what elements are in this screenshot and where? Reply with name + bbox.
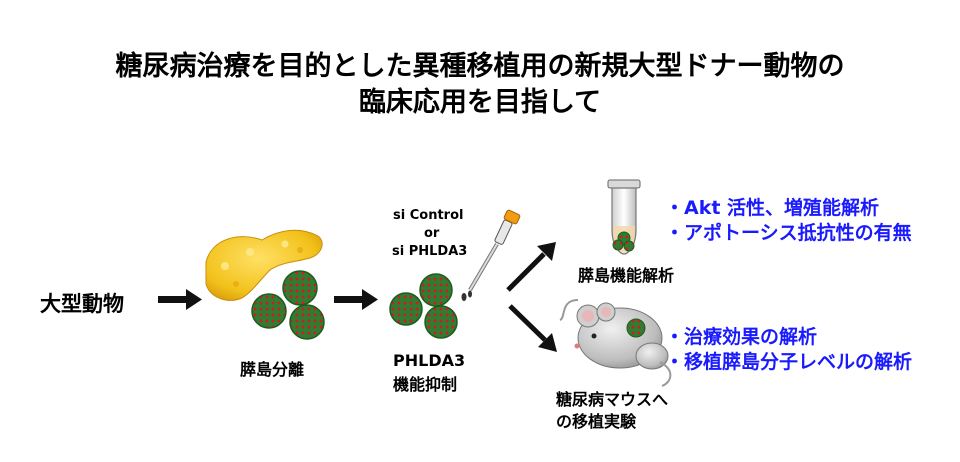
pancreas-icon [205,229,323,301]
arrow-icon [508,304,557,352]
in-vivo-outcome-1: ・治療効果の解析 [665,326,818,348]
in-vitro-outcome-1: ・Akt 活性、増殖能解析 [665,197,880,219]
tube-icon [607,179,641,255]
pipette-icon [461,209,521,301]
islet-cluster-icon [251,270,325,340]
islet-isolation-label: 膵島分離 [240,360,305,379]
arrow-icon [334,289,378,310]
sirna-or-label: or [424,226,440,241]
in-vitro-outcome-2: ・アポトーシス抵抗性の有無 [665,222,912,244]
function-analysis-label: 膵島機能解析 [578,266,675,285]
sirna-control-label: si Control [393,208,464,223]
arrow-icon [506,242,556,292]
islet-cluster-icon [389,273,458,339]
sirna-phlda3-label: si PHLDA3 [392,244,468,259]
knockdown-label-1: PHLDA3 [393,351,466,370]
knockdown-label-2: 機能抑制 [393,375,458,394]
arrow-icon [158,289,202,310]
in-vivo-outcome-2: ・移植膵島分子レベルの解析 [665,351,913,373]
title-line-1: 糖尿病治療を目的とした異種移植用の新規大型ドナー動物の [115,51,845,82]
transplant-label-2: の移植実験 [556,412,637,431]
transplant-label-1: 糖尿病マウスへ [556,390,669,409]
title-line-2: 臨床応用を目指して [358,87,602,118]
mouse-icon [559,299,672,387]
source-animal-label: 大型動物 [40,292,124,316]
